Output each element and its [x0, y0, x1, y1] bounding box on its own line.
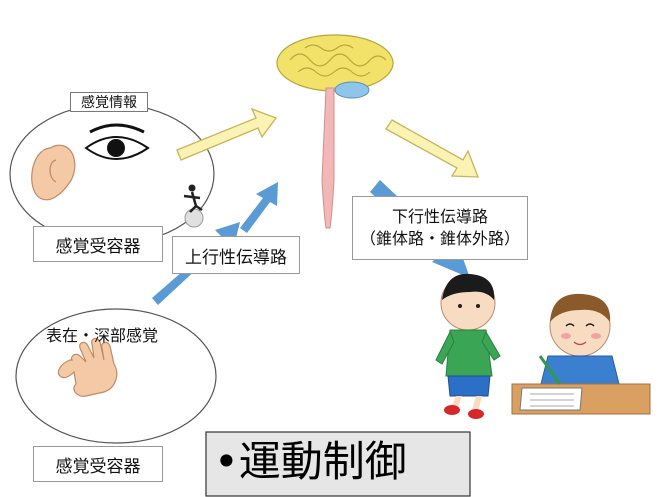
balance-figure-icon: [183, 184, 204, 228]
sensory-info-label: 感覚情報: [70, 92, 148, 112]
eye-icon: [84, 123, 150, 160]
receptor-label-upper: 感覚受容器: [33, 226, 163, 262]
motor-control-title: •運動制御: [214, 437, 407, 486]
ear-icon: [31, 144, 76, 201]
sensory-info-arrow: [176, 107, 278, 161]
brain-to-output-arrow: [385, 119, 479, 178]
writing-boy-icon: [511, 293, 651, 415]
hand-icon: [57, 337, 118, 397]
receptor-label-lower: 感覚受容器: [33, 446, 163, 482]
spinal-cord: [321, 87, 335, 229]
surface-deep-sensation-label: 表在・深部感覚: [46, 326, 159, 345]
walking-boy-icon: [435, 273, 501, 419]
ascending-pathway-label: 上行性伝導路: [172, 236, 300, 274]
ascending-arrow-upper: [240, 182, 278, 233]
descending-pathway-line2: （錐体路・錐体外路）: [359, 229, 520, 248]
descending-pathway-label: 下行性伝導路 （錐体路・錐体外路）: [352, 196, 528, 260]
brain-icon: [276, 34, 394, 99]
motor-control-box: [205, 431, 471, 497]
descending-pathway-line1: 下行性伝導路: [391, 207, 488, 227]
